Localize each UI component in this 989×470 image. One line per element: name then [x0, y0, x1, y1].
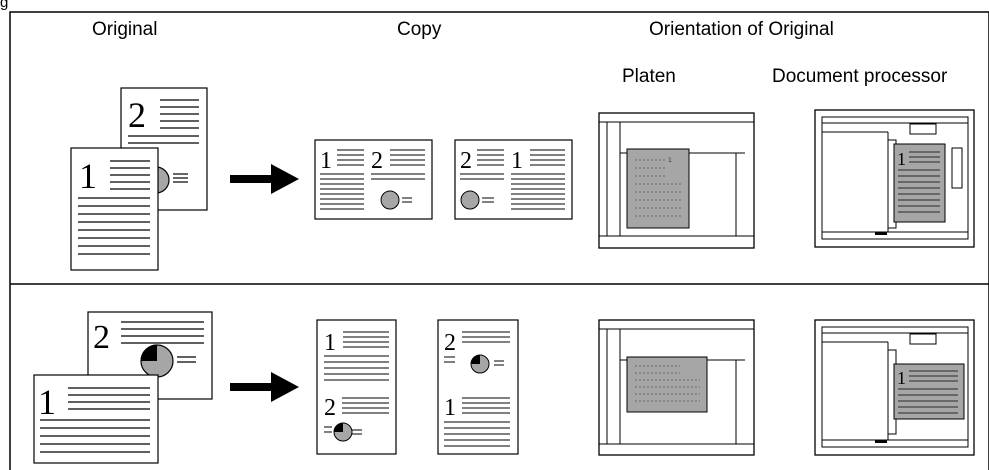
pie-chart-icon	[380, 190, 400, 210]
page-number-2: 2	[128, 95, 146, 135]
copy-result-4: 2 1	[437, 319, 519, 455]
page-number-1: 1	[897, 149, 906, 169]
page-number-2: 2	[324, 395, 336, 421]
caption-fragment: g	[0, 0, 8, 11]
platen-landscape	[598, 319, 755, 456]
original-page-1: 1	[33, 374, 159, 464]
right-arrow-icon	[230, 164, 299, 194]
header-original: Original	[92, 19, 157, 40]
right-arrow-icon	[230, 372, 299, 402]
page-number-2: 2	[460, 148, 472, 174]
header-orientation: Orientation of Original	[649, 19, 834, 40]
page-number-2: 2	[93, 319, 110, 356]
diagram-frame	[9, 11, 989, 470]
header-document-processor: Document processor	[772, 66, 948, 87]
copy-result-2: 2 1	[454, 139, 573, 220]
page-number-1: 1	[320, 148, 332, 174]
document-processor-portrait: 1	[814, 109, 975, 248]
platen-portrait: 1	[598, 112, 755, 249]
copy-result-1: 1 2	[314, 139, 433, 220]
page-number-2: 2	[371, 148, 383, 174]
svg-text:1: 1	[668, 157, 672, 164]
page-number-1: 1	[79, 156, 97, 196]
header-platen: Platen	[622, 66, 676, 87]
header-copy: Copy	[397, 19, 442, 40]
original-landscape-pages: 2 1	[33, 311, 213, 464]
original-page-1: 1	[70, 147, 159, 271]
page-number-1: 1	[511, 148, 523, 174]
original-portrait-pages: 2 1	[70, 87, 208, 271]
page-number-2: 2	[444, 330, 456, 356]
document-processor-landscape: 1	[814, 319, 975, 456]
page-number-1: 1	[324, 330, 336, 356]
page-number-1: 1	[897, 368, 906, 388]
page-number-1: 1	[38, 382, 56, 422]
pie-chart-icon	[460, 190, 480, 210]
page-number-1: 1	[444, 395, 456, 421]
copy-result-3: 1 2	[316, 319, 397, 455]
